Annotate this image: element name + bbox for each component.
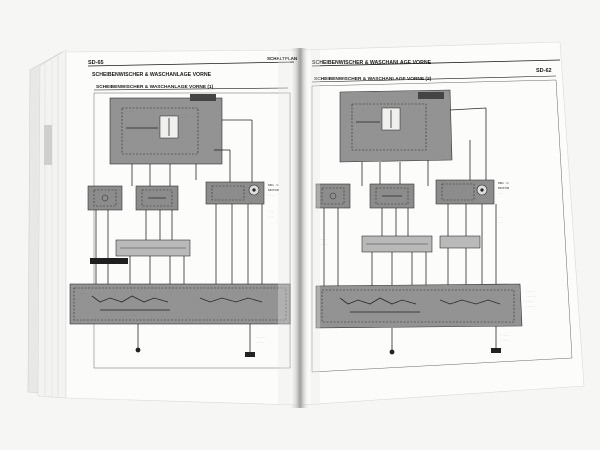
svg-text:· · · ·: · · · ·	[268, 193, 275, 197]
svg-text:· · · · ·: · · · · ·	[526, 304, 534, 308]
svg-text:· · · · ·: · · · · ·	[125, 109, 133, 113]
right-washer-pump	[315, 183, 351, 209]
left-washer-pump	[87, 185, 123, 211]
svg-text:· · · ·: · · · ·	[180, 115, 187, 119]
svg-text:· · · · ·: · · · · ·	[320, 242, 328, 246]
svg-text:· · ·: · · ·	[268, 214, 273, 218]
left-ground-symbol	[135, 347, 141, 353]
right-wiper-switch	[315, 283, 523, 329]
svg-text:· · ·: · · ·	[80, 291, 85, 295]
left-wiper-switch	[69, 283, 291, 325]
svg-text:· · · ·: · · · ·	[498, 191, 505, 195]
right-ground-symbol	[389, 349, 395, 355]
svg-text:· · ·: · · ·	[498, 215, 503, 219]
svg-text:· · · ·: · · · ·	[526, 299, 533, 303]
svg-text:· · · · ·: · · · · ·	[526, 289, 534, 293]
svg-text:MOTOR: MOTOR	[268, 188, 280, 192]
svg-text:· · · · · ·: · · · · · ·	[526, 294, 536, 298]
right-section-title: SCHEIBENWISCHER & WASCHANLAGE VORNE	[312, 60, 432, 66]
svg-text:M01 · C: M01 · C	[268, 183, 280, 187]
svg-text:· · ·: · · ·	[268, 209, 273, 213]
svg-text:· · · · ·: · · · · ·	[256, 340, 264, 344]
book-gutter	[288, 48, 310, 408]
svg-text:· · ·: · · ·	[498, 220, 503, 224]
left-page-number: SD-65	[88, 60, 104, 66]
right-diagram-frame	[311, 79, 573, 373]
right-page-content: SCHEIBENWISCHER & WASCHANLAGE VORNE SD-6…	[311, 59, 573, 373]
left-page-title: SCHEIBENWISCHER & WASCHANLAGE VORNE	[92, 72, 212, 78]
right-page-subtitle: SCHEIBENWISCHER & WASCHANLAGE VORNE (2)	[314, 76, 432, 82]
svg-text:MOTOR: MOTOR	[498, 186, 510, 190]
svg-text:· · · · ·: · · · · ·	[500, 338, 508, 342]
svg-text:· · · ·: · · · ·	[320, 237, 327, 241]
svg-text:· · · · ·: · · · · ·	[128, 313, 136, 317]
page-stack-left	[27, 49, 67, 399]
svg-text:· · · · · ·: · · · · · ·	[256, 335, 266, 339]
left-page-content: SD-65 SCHALTPLAN SCHEIBENWISCHER & WASCH…	[69, 56, 297, 369]
left-page-subtitle: SCHEIBENWISCHER & WASCHANLAGE VORNE (1)	[96, 84, 214, 90]
left-diagram-frame	[93, 92, 291, 369]
right-page-number: SD-62	[536, 68, 552, 74]
svg-text:· · · · · ·: · · · · · ·	[500, 333, 510, 337]
left-section-label: SCHALTPLAN	[267, 56, 297, 61]
svg-text:M01 · C: M01 · C	[498, 181, 510, 185]
